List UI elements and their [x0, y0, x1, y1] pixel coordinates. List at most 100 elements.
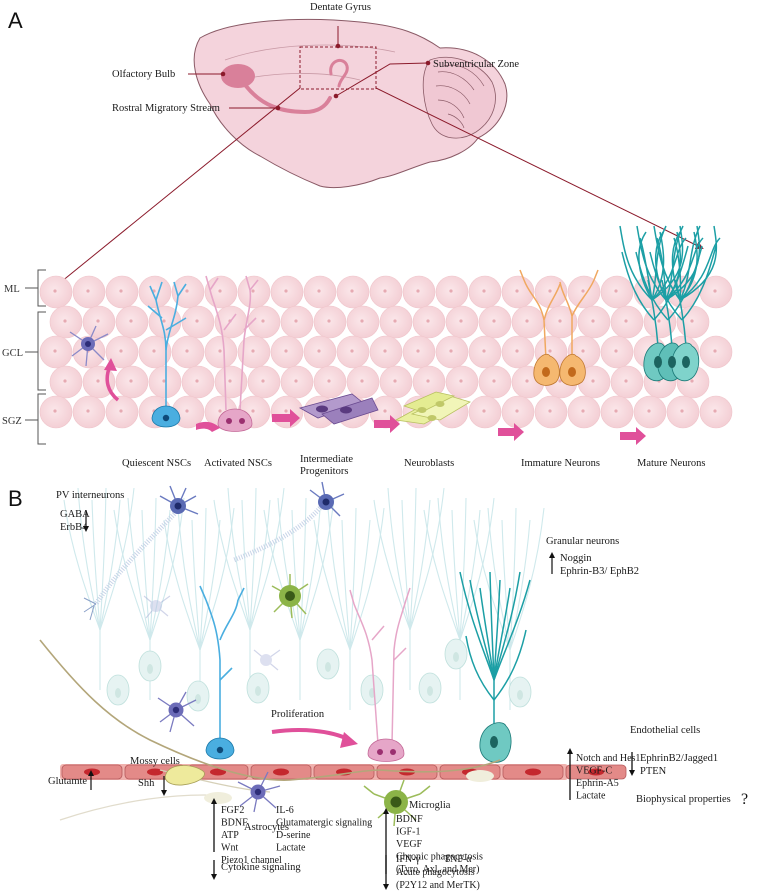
endothelial-nucleus: [210, 768, 226, 776]
granule-cell-nucleus: [647, 409, 651, 413]
granule-cell-nucleus: [449, 289, 453, 293]
astrocytes-down-cytokine: Cytokine signaling: [221, 862, 301, 873]
granule-cell-nucleus: [195, 319, 199, 323]
granule-cell-nucleus: [251, 289, 255, 293]
background-granule-dendrites: [63, 487, 545, 710]
granule-cell-nucleus: [261, 319, 265, 323]
immature-neurons: [519, 269, 599, 386]
granule-cell-nucleus: [63, 379, 67, 383]
rms-shape: [244, 84, 332, 115]
granule-cell-nucleus: [96, 379, 100, 383]
granule-cell-nucleus: [383, 289, 387, 293]
endothelial-nucleus: [273, 768, 289, 776]
pv-title: PV interneurons: [56, 490, 124, 501]
granule-cell-nucleus: [515, 349, 519, 353]
astrocyte-b2: [237, 771, 281, 813]
granule-cell-nucleus: [360, 319, 364, 323]
granule-cell-nucleus: [195, 379, 199, 383]
granule-cell-nucleus: [162, 379, 166, 383]
stage-activated: Activated NSCs: [204, 458, 272, 469]
granule-cell-nucleus: [482, 409, 486, 413]
microglia-up-4: (Tyro, Axl, and Mer): [396, 864, 479, 875]
granule-cell-nucleus: [657, 319, 661, 323]
endothelial-up-2: Ephrin-A5: [576, 778, 619, 789]
endothelial-biophysical: Biophysical properties: [636, 794, 731, 805]
granule-cell-nucleus: [624, 379, 628, 383]
stage-immature: Immature Neurons: [521, 458, 600, 469]
astro-up-col1-1: BDNF: [221, 818, 248, 829]
layer-sgz: SGZ: [2, 416, 22, 427]
granule-cell-nucleus: [515, 409, 519, 413]
granule-cell-nucleus: [515, 289, 519, 293]
pv-interneuron-4: [253, 649, 281, 671]
granule-cell-nucleus: [350, 289, 354, 293]
microglia-down-tnf: TNF-α: [444, 854, 472, 865]
granule-cell-nucleus: [360, 379, 364, 383]
granule-cell-nucleus: [284, 409, 288, 413]
microglia-up-0: BDNF: [396, 814, 423, 825]
astro-up-col2-0: IL-6: [276, 805, 294, 816]
brain-sagittal-section: [193, 18, 508, 189]
granule-cell-nucleus: [218, 409, 222, 413]
microglia-upper: [271, 574, 309, 619]
astrocyte-a: [69, 325, 109, 367]
granule-cell-nucleus: [119, 349, 123, 353]
pale-cell: [466, 770, 494, 782]
granule-cell-nucleus: [581, 349, 585, 353]
granule-cell-nucleus: [614, 289, 618, 293]
granule-cell-nucleus: [350, 349, 354, 353]
granule-cell-nucleus: [591, 319, 595, 323]
pv-down-arrow-icon: [83, 510, 89, 532]
microglia-lower: [363, 779, 431, 827]
granule-cell-nucleus: [152, 349, 156, 353]
granule-cell-nucleus: [482, 289, 486, 293]
pv-interneuron-2: [233, 481, 345, 563]
microglia-down-ifn: IFN-γ: [396, 854, 420, 865]
activated-nscs: [205, 275, 259, 432]
pv-item-erbb4: ErbB4: [60, 522, 88, 533]
stage-neuroblasts: Neuroblasts: [404, 458, 454, 469]
granule-cell-nucleus: [228, 379, 232, 383]
granule-cell-nucleus: [426, 319, 430, 323]
granule-cell-nucleus: [86, 289, 90, 293]
granule-cell-nucleus: [581, 409, 585, 413]
granule-cell-nucleus: [393, 319, 397, 323]
granule-cell-nucleus: [251, 349, 255, 353]
label-olfactory-bulb: Olfactory Bulb: [112, 69, 175, 80]
stage-intermediate-line2: Progenitors: [300, 466, 348, 477]
mossy-cell: [164, 765, 205, 786]
astro-up-col1-3: Wnt: [221, 843, 238, 854]
endothelial-nucleus: [147, 768, 163, 776]
endothelial-question: ?: [741, 791, 748, 808]
granule-cell-nucleus: [614, 349, 618, 353]
label-rostral-migratory-stream: Rostral Migratory Stream: [112, 103, 220, 114]
activated-nsc-b: [349, 587, 411, 762]
granule-cell-nucleus: [284, 349, 288, 353]
granule-cell-nucleus: [525, 319, 529, 323]
granule-cell-nucleus: [53, 349, 57, 353]
background-granule-cells: [106, 638, 532, 712]
granule-cell-nucleus: [218, 349, 222, 353]
granule-cell-nucleus: [317, 289, 321, 293]
granular-item-ephrin: Ephrin-B3/ EphB2: [560, 566, 639, 577]
granule-cell-nucleus: [416, 349, 420, 353]
granule-cell-nucleus: [383, 409, 387, 413]
granule-cell-nucleus: [185, 409, 189, 413]
granule-cell-nucleus: [119, 409, 123, 413]
granule-cell-layer: [39, 275, 733, 429]
zoom-arrow-right: [375, 87, 704, 249]
astrocyte-b1: [157, 691, 197, 733]
endothelial-down-arrow-icon: [629, 752, 635, 776]
endothelial-down-pten: PTEN: [640, 766, 667, 777]
endothelial-nucleus: [525, 768, 541, 776]
endothelial-up-3: Lactate: [576, 791, 606, 802]
granule-cell-nucleus: [713, 409, 717, 413]
neuroblasts: [394, 391, 471, 425]
astro-up-col2-3: Lactate: [276, 843, 306, 854]
pv-item-gaba: GABA: [60, 509, 90, 520]
glutamate-up-arrow-icon: [88, 770, 94, 790]
mossy-glutamate: Glutamte: [48, 776, 87, 787]
label-dentate-gyrus: Dentate Gyrus: [310, 2, 371, 13]
granule-cell-nucleus: [129, 319, 133, 323]
